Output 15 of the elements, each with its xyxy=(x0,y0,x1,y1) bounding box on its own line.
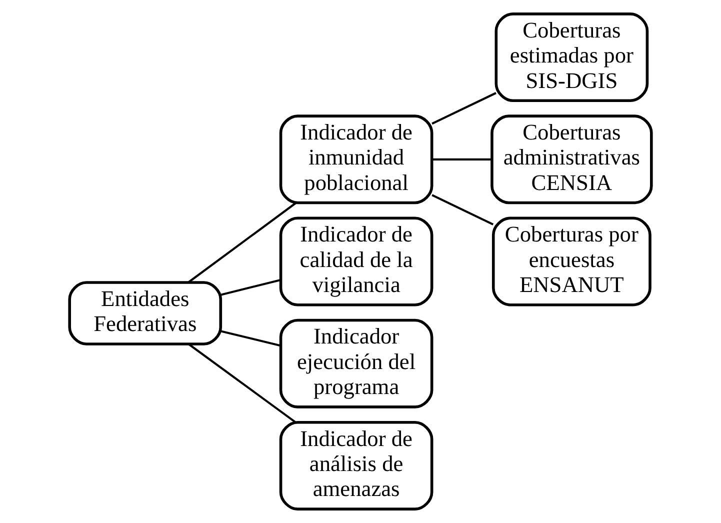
connector xyxy=(432,92,496,125)
node-box: Indicador de análisis de amenazas xyxy=(279,420,434,510)
connector xyxy=(432,158,492,160)
node-box: Coberturas estimadas por SIS-DGIS xyxy=(494,12,649,102)
node-box: Coberturas administrativas CENSIA xyxy=(490,114,653,204)
node-box: Indicador ejecución del programa xyxy=(279,318,434,408)
connector xyxy=(188,343,296,424)
connector xyxy=(188,202,296,283)
node-box: Coberturas por encuestas ENSANUT xyxy=(492,216,652,306)
connector xyxy=(220,330,281,347)
node-box: Indicador de inmunidad poblacional xyxy=(279,114,434,204)
node-box: Indicador de calidad de la vigilancia xyxy=(279,216,434,306)
node-box: Entidades Federativas xyxy=(68,281,222,346)
connector xyxy=(432,194,494,226)
connector xyxy=(220,278,281,296)
